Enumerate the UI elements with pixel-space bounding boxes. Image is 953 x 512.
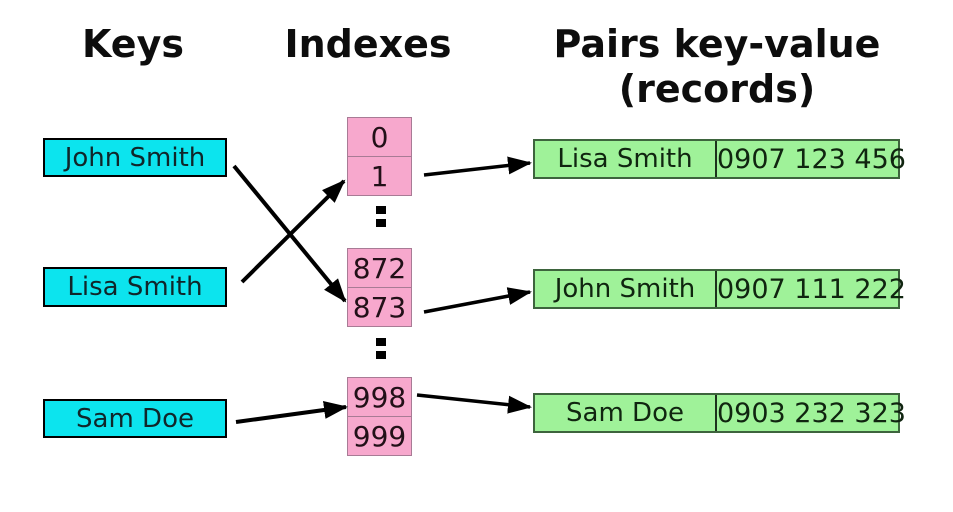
vertical-ellipsis-icon bbox=[376, 206, 386, 227]
vertical-ellipsis-icon bbox=[376, 338, 386, 359]
records-title-line1: Pairs key-value bbox=[553, 22, 881, 66]
record-row-john-smith: John Smith 0907 111 222 bbox=[533, 269, 906, 309]
record-row-lisa-smith: Lisa Smith 0907 123 456 bbox=[533, 139, 906, 179]
index-cell-998: 998 bbox=[347, 377, 412, 417]
index-cell-999: 999 bbox=[347, 416, 412, 456]
ellipsis-dot bbox=[376, 338, 386, 346]
ellipsis-dot bbox=[376, 351, 386, 359]
key-box-sam-doe: Sam Doe bbox=[43, 399, 227, 438]
records-title-line2: (records) bbox=[618, 67, 816, 111]
arrow-john-smith-to-index-873 bbox=[232, 164, 347, 303]
ellipsis-dot bbox=[376, 219, 386, 227]
record-row-sam-doe: Sam Doe 0903 232 323 bbox=[533, 393, 906, 433]
record-value-cell: 0907 123 456 bbox=[717, 143, 906, 175]
index-cell-873: 873 bbox=[347, 287, 412, 327]
index-bucket-872-873: 872 873 bbox=[347, 248, 412, 327]
records-column-title: Pairs key-value (records) bbox=[528, 22, 906, 112]
ellipsis-dot bbox=[376, 206, 386, 214]
key-box-john-smith: John Smith bbox=[43, 138, 227, 177]
record-value-cell: 0907 111 222 bbox=[717, 273, 906, 305]
key-box-lisa-smith: Lisa Smith bbox=[43, 267, 227, 307]
arrow-lisa-smith-to-index-1 bbox=[240, 179, 346, 284]
index-bucket-0-1: 0 1 bbox=[347, 117, 412, 196]
keys-column-title: Keys bbox=[82, 22, 184, 66]
record-value-cell: 0903 232 323 bbox=[717, 397, 906, 429]
indexes-column-title: Indexes bbox=[284, 22, 452, 66]
record-name-cell: Lisa Smith bbox=[535, 141, 717, 177]
index-cell-872: 872 bbox=[347, 248, 412, 288]
index-cell-1: 1 bbox=[347, 156, 412, 196]
record-name-cell: Sam Doe bbox=[535, 395, 717, 431]
index-bucket-998-999: 998 999 bbox=[347, 377, 412, 456]
arrow-index-998-to-record-sam bbox=[416, 393, 532, 414]
arrow-sam-doe-to-index-998 bbox=[235, 401, 348, 424]
index-cell-0: 0 bbox=[347, 117, 412, 157]
arrow-index-1-to-record-lisa bbox=[423, 156, 532, 177]
arrow-index-873-to-record-john bbox=[423, 287, 532, 314]
record-name-cell: John Smith bbox=[535, 271, 717, 307]
